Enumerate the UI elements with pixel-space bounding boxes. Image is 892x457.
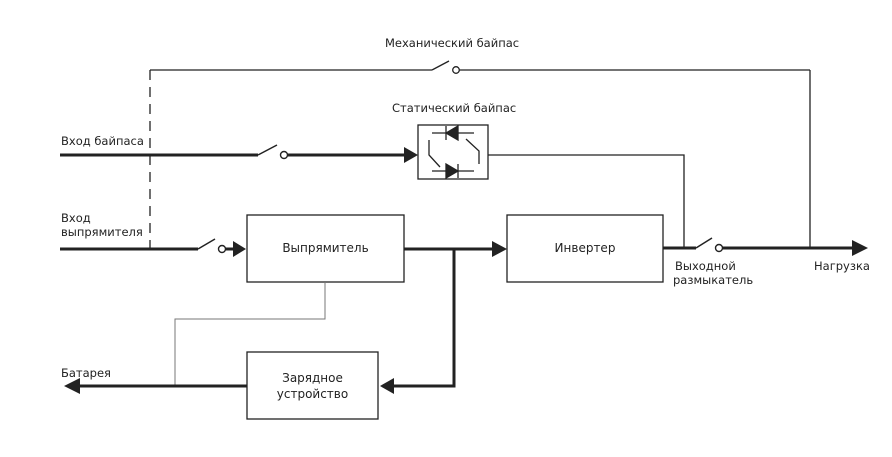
rectifier-charger-link bbox=[174, 282, 326, 386]
output-path bbox=[663, 237, 868, 256]
dc-bus bbox=[380, 241, 507, 394]
mechanical-bypass-label: Механический байпас bbox=[385, 36, 520, 50]
bypass-input-path bbox=[60, 144, 418, 163]
static-bypass-box bbox=[417, 124, 489, 180]
static-bypass-output bbox=[488, 154, 685, 248]
rectifier-input-path bbox=[60, 238, 246, 257]
static-bypass-label: Статический байпас bbox=[392, 101, 517, 115]
inverter-block bbox=[506, 214, 664, 283]
inverter-label: Инвертер bbox=[554, 241, 616, 255]
output-breaker-label-1: Выходной bbox=[675, 259, 736, 273]
output-breaker-label-2: размыкатель bbox=[673, 273, 754, 287]
battery-label: Батарея bbox=[61, 366, 111, 380]
load-label: Нагрузка bbox=[814, 259, 870, 273]
bypass-input-label: Вход байпаса bbox=[61, 134, 144, 148]
rectifier-input-label-1: Вход bbox=[61, 211, 91, 225]
charger-label-1: Зарядное bbox=[282, 371, 343, 385]
rectifier-label: Выпрямитель bbox=[282, 241, 369, 255]
battery-path bbox=[64, 378, 247, 394]
charger-block bbox=[246, 351, 379, 420]
mechanical-bypass-path bbox=[150, 60, 811, 248]
rectifier-input-label-2: выпрямителя bbox=[61, 225, 143, 239]
charger-label-2: устройство bbox=[276, 387, 349, 401]
